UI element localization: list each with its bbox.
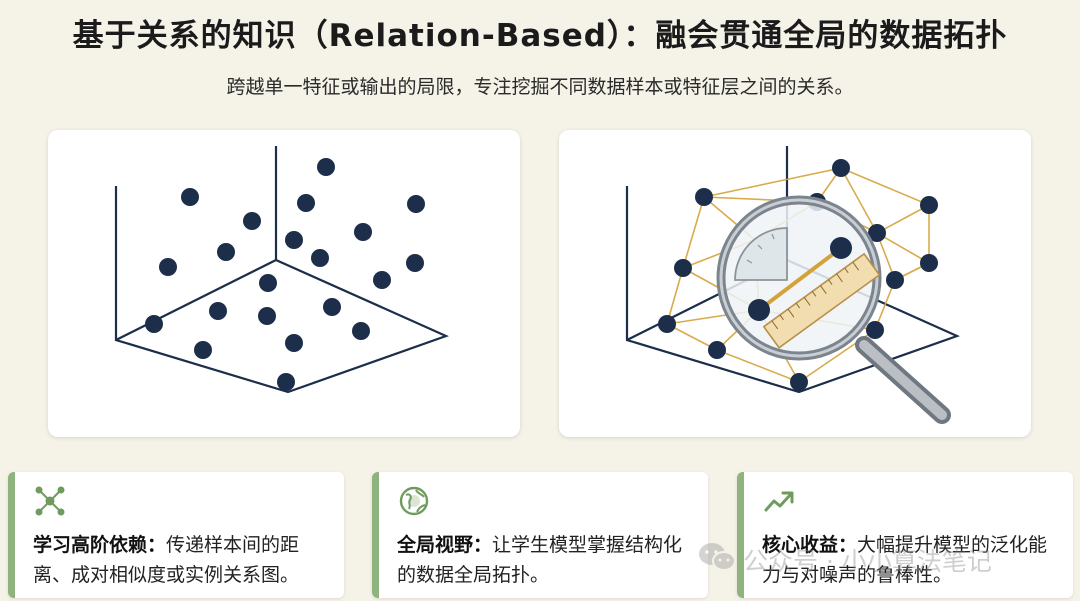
3d-scatter-points-icon — [114, 146, 449, 394]
page-title: 基于关系的知识（Relation-Based）：融会贯通全局的数据拓扑 — [72, 18, 1008, 54]
wechat-icon — [699, 543, 736, 571]
card-global-view: 全局视野：让学生模型掌握结构化的数据全局拓扑。 — [372, 472, 708, 598]
card-text: 核心收益：大幅提升模型的泛化能力与对噪声的鲁棒性。 — [762, 530, 1057, 590]
magnifier-network-icon — [625, 146, 960, 424]
relation-network-panel — [559, 130, 1031, 437]
card-text: 全局视野：让学生模型掌握结构化的数据全局拓扑。 — [397, 530, 692, 590]
card-body: 大幅提升模型的泛化能力与对噪声的鲁棒性。 — [762, 534, 1048, 586]
card-high-order-dependency: 学习高阶依赖：传递样本间的距离、成对相似度或实例关系图。 — [8, 472, 344, 598]
card-core-benefit: 核心收益：大幅提升模型的泛化能力与对噪声的鲁棒性。 — [737, 472, 1073, 598]
trend-up-icon — [764, 491, 794, 512]
card-body: 传递样本间的距离、成对相似度或实例关系图。 — [33, 534, 300, 586]
card-text: 学习高阶依赖：传递样本间的距离、成对相似度或实例关系图。 — [33, 530, 328, 590]
card-heading: 全局视野： — [397, 534, 493, 556]
watermark: 公众号 · 小小算法笔记 — [697, 536, 1077, 580]
card-heading: 学习高阶依赖： — [33, 534, 167, 556]
watermark-text: 公众号 · 小小算法笔记 — [743, 547, 992, 576]
card-body: 让学生模型掌握结构化的数据全局拓扑。 — [397, 534, 683, 586]
scatter-points-panel — [48, 130, 520, 437]
card-heading: 核心收益： — [762, 534, 858, 556]
globe-icon — [399, 486, 429, 516]
network-nodes-icon — [35, 486, 65, 516]
page-subtitle: 跨越单一特征或输出的局限，专注挖掘不同数据样本或特征层之间的关系。 — [226, 76, 854, 98]
